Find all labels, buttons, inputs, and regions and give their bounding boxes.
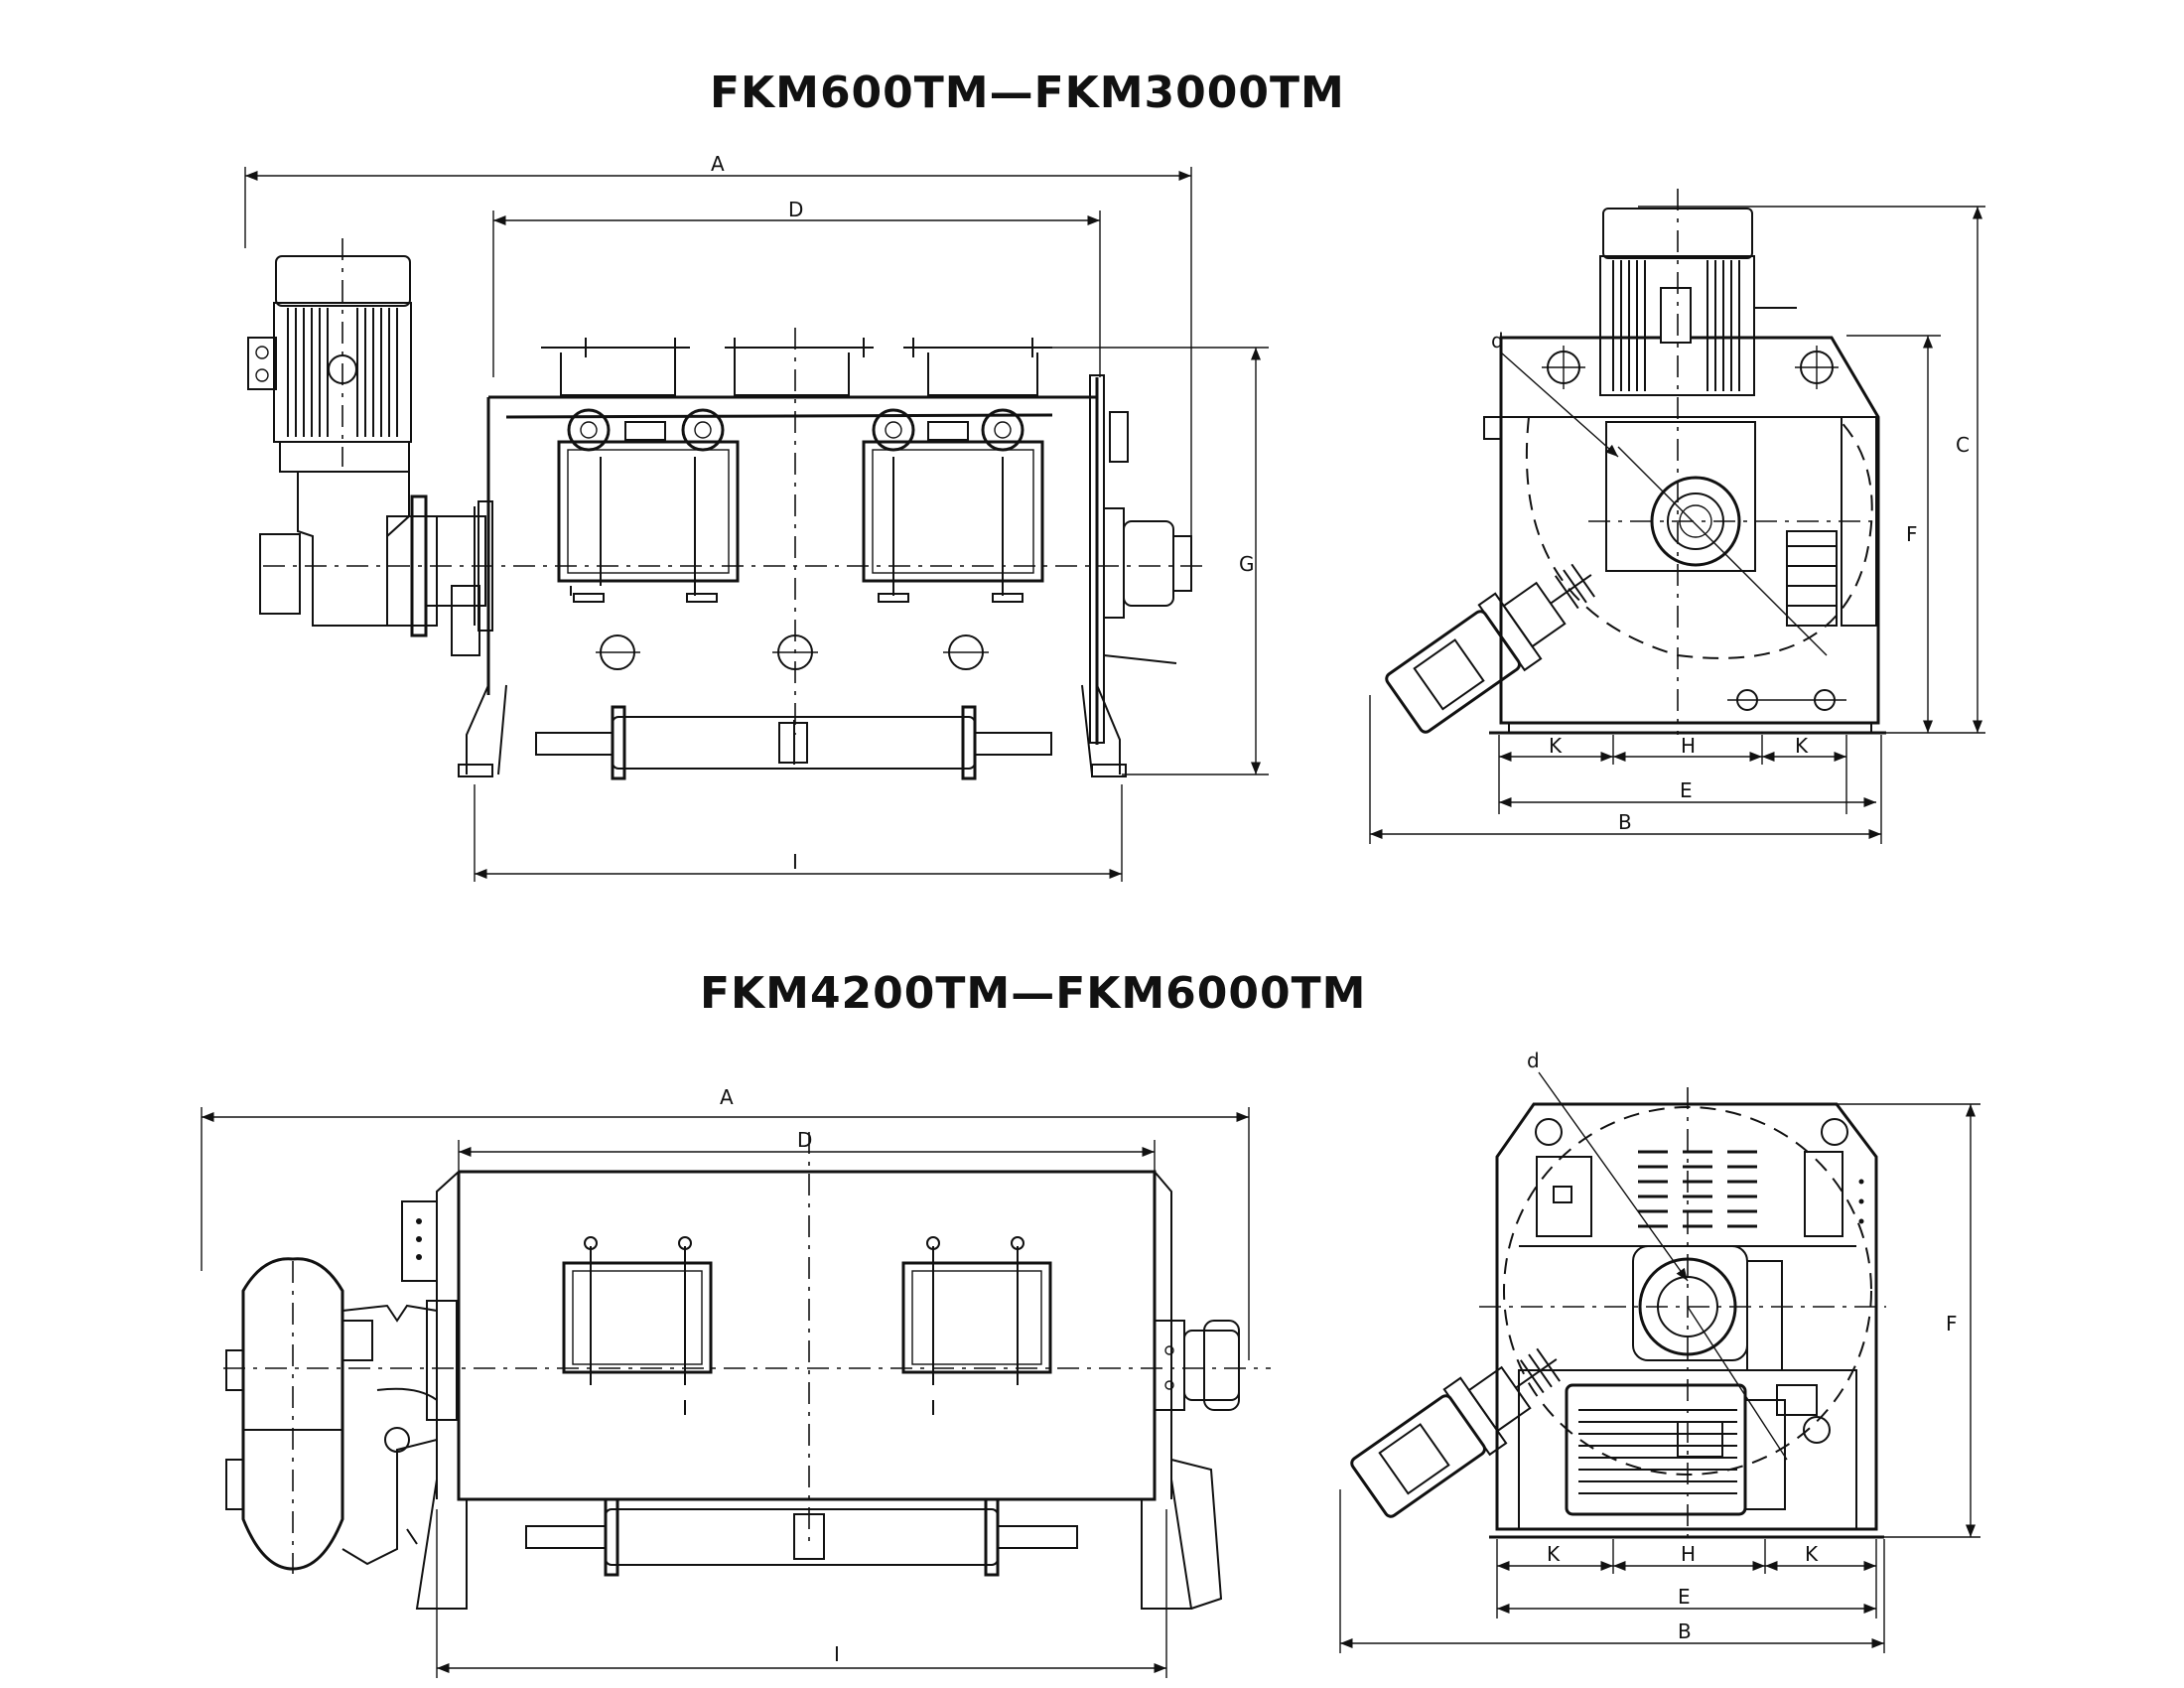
title-top-series: FKM600TM—FKM3000TM <box>710 68 1345 118</box>
small-drive-motor-top <box>1385 563 1595 734</box>
dim-label-e-bottom: E <box>1678 1585 1691 1609</box>
dim-label-a-bottom: A <box>720 1085 734 1109</box>
dim-label-d-bottom: D <box>797 1128 812 1152</box>
top-front-view: A D G I <box>244 152 1269 882</box>
dim-label-b: B <box>1618 810 1632 834</box>
handwheels-top <box>567 408 1024 452</box>
title-bottom-series: FKM4200TM—FKM6000TM <box>700 968 1367 1019</box>
motor-fins-side-top <box>1612 260 1740 391</box>
dim-label-f-bottom: F <box>1946 1312 1958 1336</box>
dim-label-b-bottom: B <box>1678 1619 1692 1643</box>
dim-label-k-right: K <box>1795 734 1809 758</box>
top-side-view: d C F <box>1369 189 1985 844</box>
dim-label-c: C <box>1956 433 1970 457</box>
dim-label-k-left: K <box>1549 734 1563 758</box>
dim-label-d-small-bottom: d <box>1527 1049 1540 1072</box>
dim-label-h: H <box>1681 734 1696 758</box>
motor-fins-top <box>287 308 398 437</box>
vent-slots <box>1638 1150 1757 1228</box>
dim-label-a: A <box>711 152 725 176</box>
dim-label-i-bottom: I <box>834 1642 840 1666</box>
dim-label-f: F <box>1906 522 1918 546</box>
dim-label-k-right-bottom: K <box>1805 1542 1819 1566</box>
bottom-side-view: d F <box>1339 1049 1980 1653</box>
inspection-windows-top <box>505 413 1053 603</box>
dim-label-i: I <box>792 850 798 874</box>
dim-label-h-bottom: H <box>1681 1542 1696 1566</box>
dim-label-g: G <box>1239 552 1255 576</box>
motor-fins-bottom <box>1578 1409 1737 1494</box>
dim-label-k-left-bottom: K <box>1547 1542 1561 1566</box>
bottom-front-view: A D I <box>201 1085 1271 1678</box>
small-drive-motor-bottom <box>1350 1347 1561 1518</box>
inspection-windows-bottom <box>562 1236 1052 1415</box>
inlet-hoppers <box>541 338 1052 396</box>
dim-label-d: D <box>788 198 803 221</box>
dim-label-e: E <box>1680 778 1693 802</box>
